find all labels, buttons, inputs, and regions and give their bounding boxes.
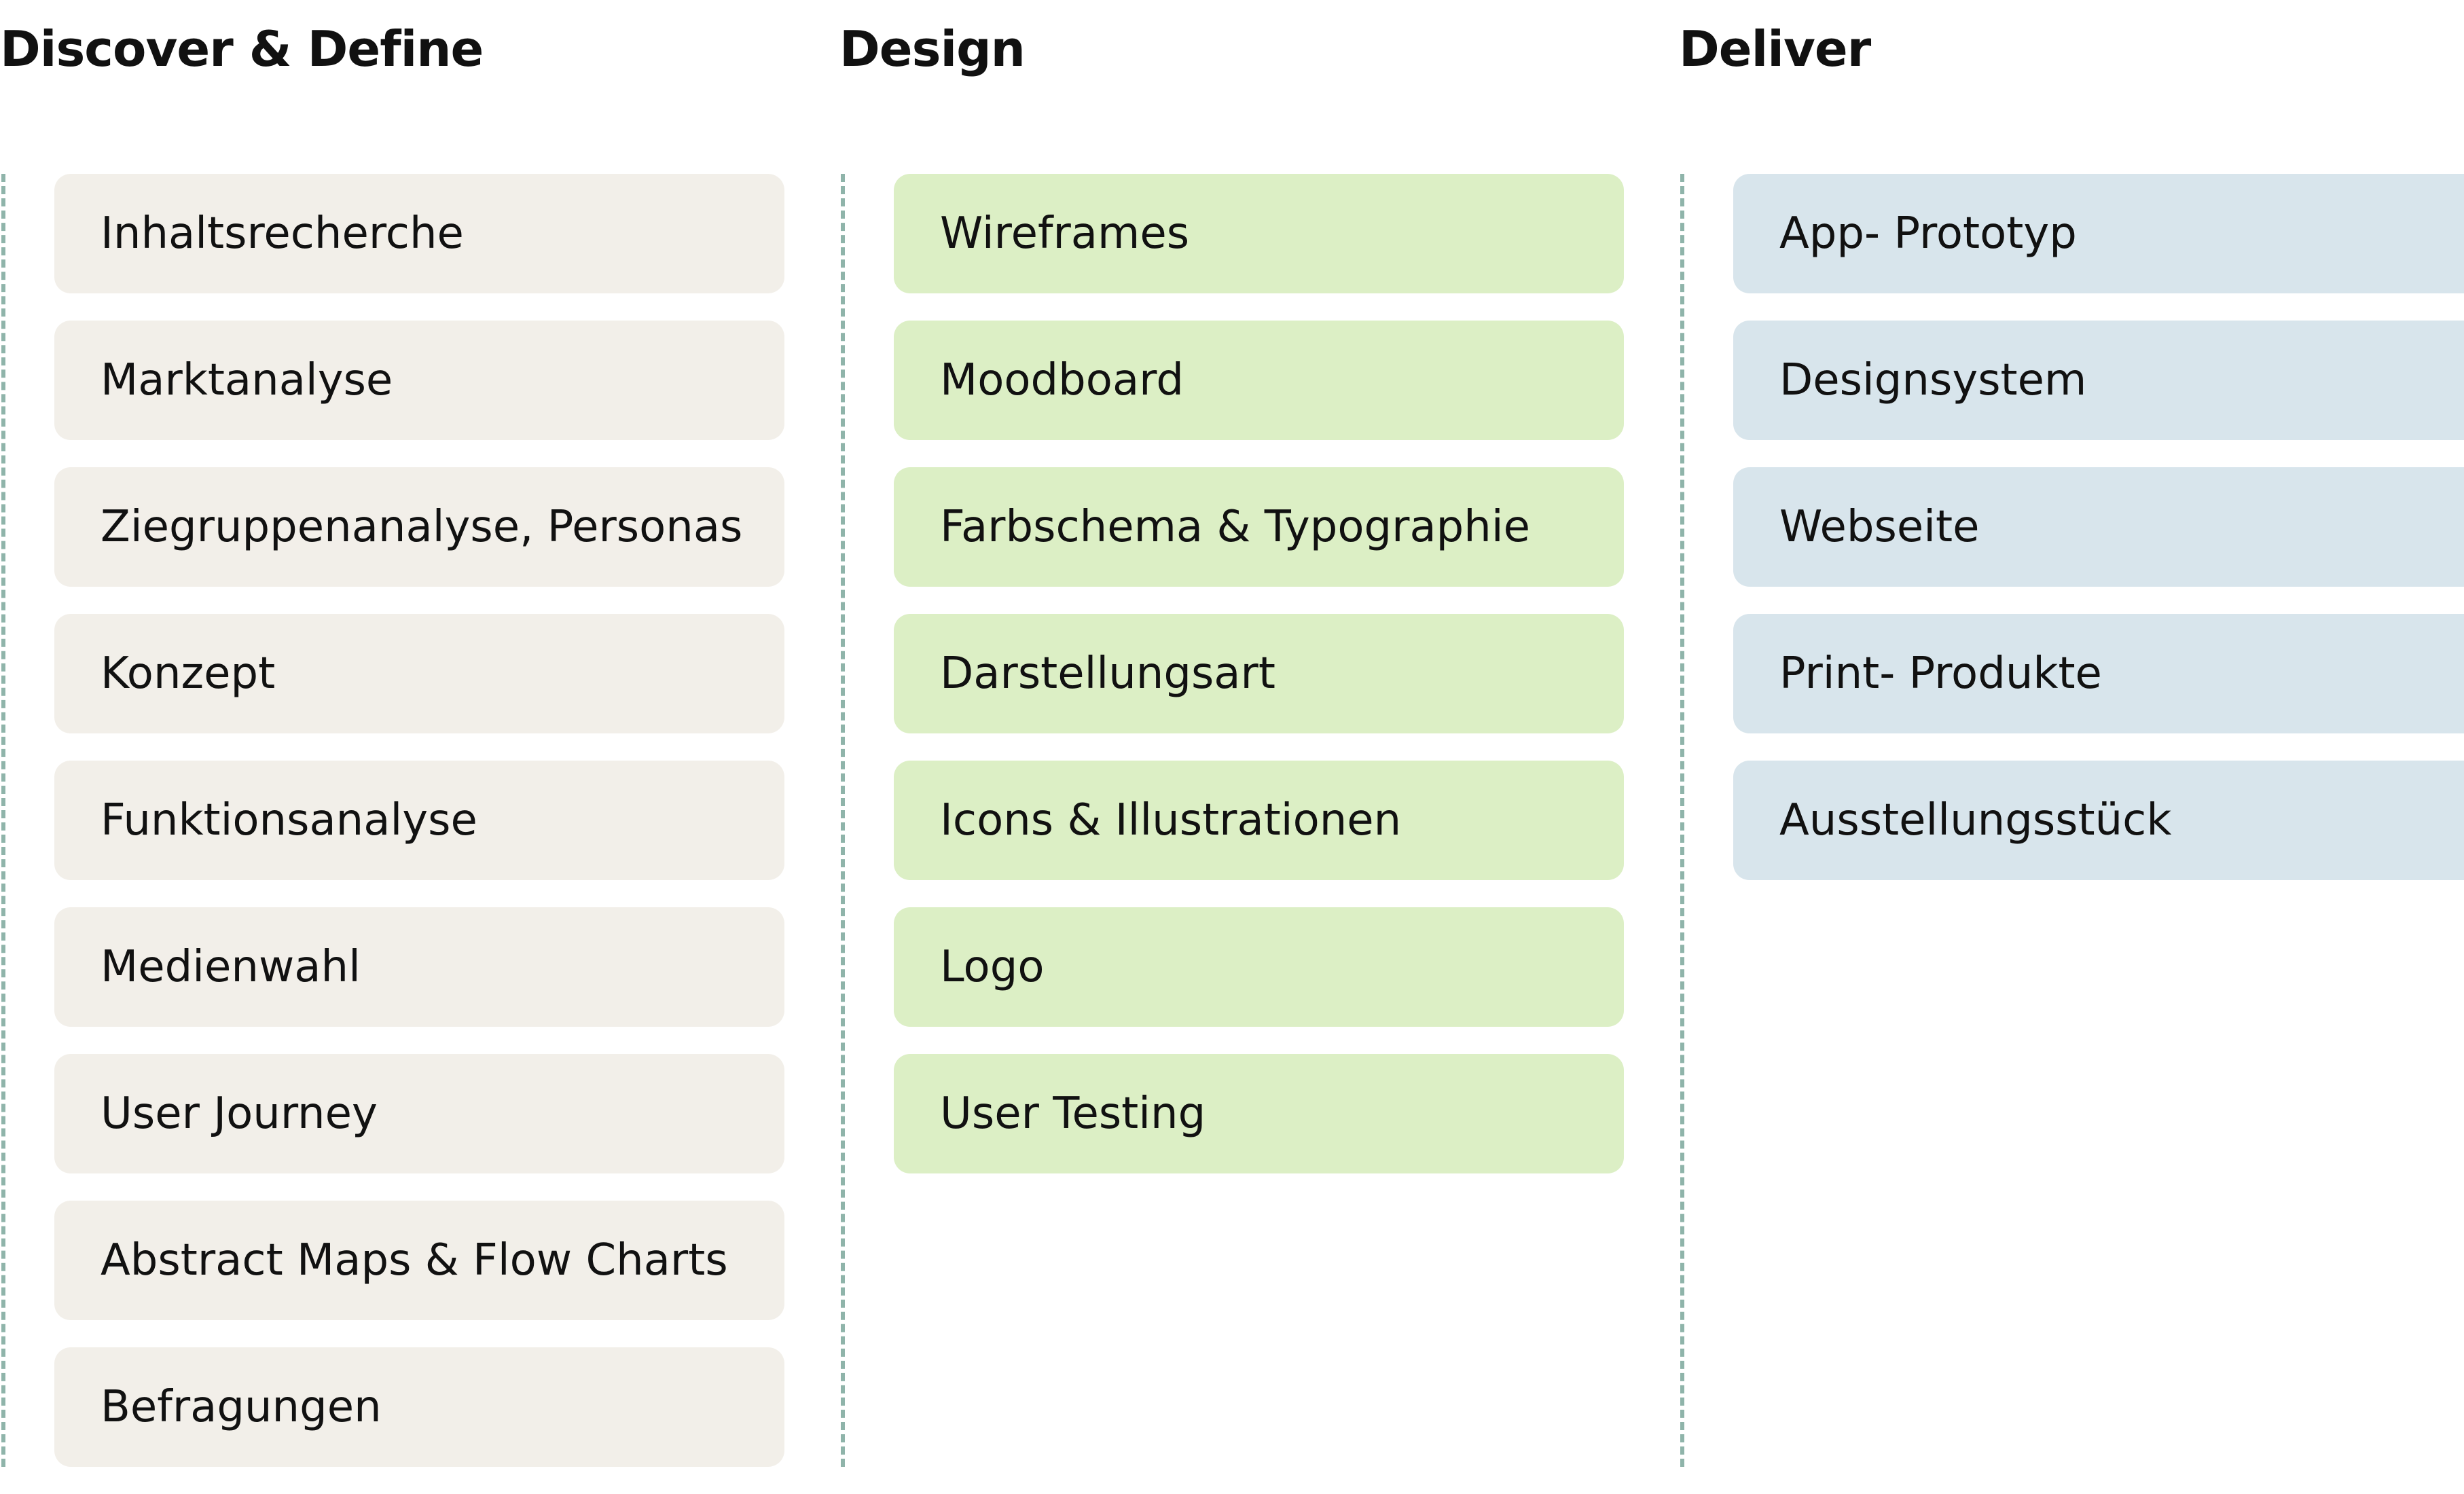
column-design: Design Wireframes Moodboard Farbschema &… (839, 0, 1631, 1467)
card-user-testing: User Testing (894, 1054, 1624, 1173)
card-list: Wireframes Moodboard Farbschema & Typogr… (894, 174, 1624, 1201)
column-title: Discover & Define (0, 20, 484, 77)
card-marktanalyse: Marktanalyse (54, 321, 784, 440)
card-funktionsanalyse: Funktionsanalyse (54, 761, 784, 880)
card-abstract-maps: Abstract Maps & Flow Charts (54, 1201, 784, 1320)
card-logo: Logo (894, 907, 1624, 1027)
column-title: Deliver (1679, 20, 1871, 77)
column-divider (841, 174, 845, 1467)
column-discover-define: Discover & Define Inhaltsrecherche Markt… (0, 0, 791, 1467)
card-user-journey: User Journey (54, 1054, 784, 1173)
card-medienwahl: Medienwahl (54, 907, 784, 1027)
card-designsystem: Designsystem (1733, 321, 2464, 440)
card-app-prototyp: App- Prototyp (1733, 174, 2464, 293)
card-inhaltsrecherche: Inhaltsrecherche (54, 174, 784, 293)
column-divider (1680, 174, 1684, 1467)
card-webseite: Webseite (1733, 467, 2464, 587)
card-list: App- Prototyp Designsystem Webseite Prin… (1733, 174, 2464, 907)
card-ausstellungsstueck: Ausstellungsstück (1733, 761, 2464, 880)
card-farbschema: Farbschema & Typographie (894, 467, 1624, 587)
card-konzept: Konzept (54, 614, 784, 733)
column-title: Design (839, 20, 1026, 77)
card-moodboard: Moodboard (894, 321, 1624, 440)
card-list: Inhaltsrecherche Marktanalyse Ziegruppen… (54, 174, 784, 1494)
card-darstellungsart: Darstellungsart (894, 614, 1624, 733)
card-zielgruppenanalyse: Ziegruppenanalyse, Personas (54, 467, 784, 587)
card-befragungen: Befragungen (54, 1347, 784, 1467)
card-icons-illustrationen: Icons & Illustrationen (894, 761, 1624, 880)
card-wireframes: Wireframes (894, 174, 1624, 293)
column-divider (1, 174, 5, 1467)
column-deliver: Deliver App- Prototyp Designsystem Webse… (1679, 0, 2464, 1467)
card-print-produkte: Print- Produkte (1733, 614, 2464, 733)
